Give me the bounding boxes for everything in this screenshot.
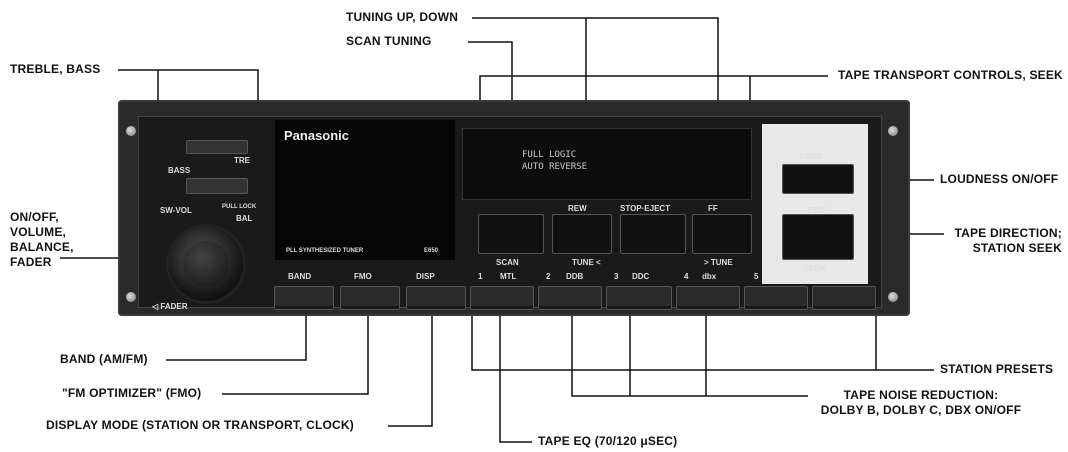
preset-3-button[interactable] (606, 286, 672, 310)
power-callout: ON/OFF, VOLUME, BALANCE, FADER (10, 210, 74, 270)
screw-bottom-left (126, 292, 136, 302)
volume-knob-cap (183, 241, 229, 287)
tuning-up-down-callout: TUNING UP, DOWN (346, 10, 458, 25)
preset-4-button[interactable] (676, 286, 740, 310)
screw-bottom-right (888, 292, 898, 302)
preset-6-button[interactable] (812, 286, 876, 310)
pull-lock-label: PULL LOCK (222, 204, 256, 210)
preset-5-button[interactable] (744, 286, 808, 310)
preset-1-label: MTL (500, 272, 516, 281)
volume-knob[interactable] (166, 224, 246, 304)
fader-label: ◁ FADER (152, 302, 188, 311)
station-presets-callout: STATION PRESETS (940, 362, 1053, 377)
disp-button-label: DISP (416, 272, 435, 281)
bal-label: BAL (236, 214, 252, 223)
right-panel (762, 124, 868, 284)
model-label: E650 (424, 248, 438, 254)
treble-slider[interactable] (186, 140, 248, 154)
noise-reduction-line-2: DOLBY B, DOLBY C, DBX ON/OFF (814, 403, 1028, 418)
preset-1-button[interactable] (470, 286, 534, 310)
ff-button[interactable] (692, 214, 752, 254)
full-logic-label: FULL LOGIC (522, 150, 576, 160)
preset-4-label: dbx (702, 272, 716, 281)
noise-reduction-callout: TAPE NOISE REDUCTION: DOLBY B, DOLBY C, … (814, 388, 1028, 418)
preset-2-label: DDB (566, 272, 583, 281)
preset-2-number: 2 (546, 272, 550, 281)
brand-logo: Panasonic (284, 128, 349, 143)
preset-1-number: 1 (478, 272, 482, 281)
loudness-callout: LOUDNESS ON/OFF (940, 172, 1058, 187)
loud-label: LOUD (800, 152, 823, 161)
bass-slider[interactable] (186, 178, 248, 194)
tune-up-label: > TUNE (704, 258, 733, 267)
power-line-4: FADER (10, 255, 74, 270)
band-button-label: BAND (288, 272, 311, 281)
band-button[interactable] (274, 286, 334, 310)
stop-eject-button[interactable] (620, 214, 686, 254)
loud-button[interactable] (782, 164, 854, 194)
auto-reverse-label: AUTO REVERSE (522, 162, 587, 172)
treble-label: TRE (234, 156, 250, 165)
scan-tuning-callout: SCAN TUNING (346, 34, 432, 49)
tape-direction-line-2: STATION SEEK (950, 241, 1062, 256)
fmo-button[interactable] (340, 286, 400, 310)
prg-seek-button[interactable] (782, 214, 854, 260)
tuner-label: PLL SYNTHESIZED TUNER (286, 248, 363, 254)
tape-direction-line-1: TAPE DIRECTION; (950, 226, 1062, 241)
screw-top-left (126, 126, 136, 136)
tape-direction-callout: TAPE DIRECTION; STATION SEEK (950, 226, 1062, 256)
bass-label: BASS (168, 166, 190, 175)
power-line-2: VOLUME, (10, 225, 74, 240)
screw-top-right (888, 126, 898, 136)
seek-label: SEEK (804, 264, 826, 273)
fmo-button-label: FMO (354, 272, 372, 281)
ff-label: FF (708, 204, 718, 213)
sw-vol-label: SW-VOL (160, 206, 192, 215)
rew-button[interactable] (552, 214, 612, 254)
power-line-3: BALANCE, (10, 240, 74, 255)
power-line-1: ON/OFF, (10, 210, 74, 225)
display-mode-callout: DISPLAY MODE (STATION OR TRANSPORT, CLOC… (46, 418, 354, 433)
preset-2-button[interactable] (538, 286, 602, 310)
scan-label: SCAN (496, 258, 519, 267)
stop-eject-label: STOP·EJECT (620, 204, 670, 213)
fmo-callout: "FM OPTIMIZER" (FMO) (62, 386, 201, 401)
disp-button[interactable] (406, 286, 466, 310)
tape-window (462, 128, 752, 200)
tune-down-label: TUNE < (572, 258, 601, 267)
scan-button[interactable] (478, 214, 544, 254)
noise-reduction-line-1: TAPE NOISE REDUCTION: (814, 388, 1028, 403)
treble-bass-callout: TREBLE, BASS (10, 62, 100, 77)
preset-3-label: DDC (632, 272, 649, 281)
preset-4-number: 4 (684, 272, 688, 281)
preset-5-number: 5 (754, 272, 758, 281)
tape-transport-callout: TAPE TRANSPORT CONTROLS, SEEK (838, 68, 1063, 83)
rew-label: REW (568, 204, 587, 213)
band-callout: BAND (AM/FM) (60, 352, 148, 367)
preset-3-number: 3 (614, 272, 618, 281)
tape-eq-callout: TAPE EQ (70/120 μSEC) (538, 434, 677, 449)
